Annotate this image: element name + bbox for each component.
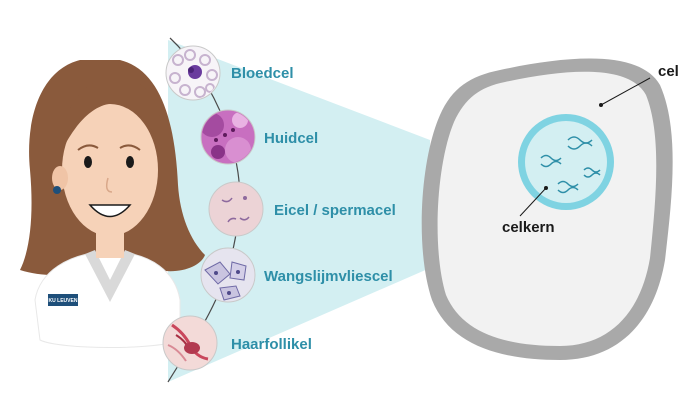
cheek-cell-micrograph-icon xyxy=(200,247,256,303)
scientist-face xyxy=(62,104,158,236)
egg-sperm-cell-micrograph-icon xyxy=(208,181,264,237)
blood-cell-micrograph-icon xyxy=(165,45,221,101)
label-eicel-spermacel: Eicel / spermacel xyxy=(274,202,396,219)
scientist-nose xyxy=(105,177,113,193)
label-cel: cel xyxy=(658,63,679,80)
cel-pointer-dot xyxy=(599,103,603,107)
cell-cytoplasm xyxy=(437,71,657,346)
ku-leuven-logo xyxy=(48,294,78,306)
label-huidcel: Huidcel xyxy=(264,130,318,147)
left-eyebrow xyxy=(77,144,99,151)
earring-icon xyxy=(53,186,61,194)
celkern-pointer-line xyxy=(519,187,547,217)
cell-illustration xyxy=(421,58,673,361)
scientist-ear xyxy=(52,166,68,190)
skin-cell-micrograph-icon xyxy=(200,109,256,165)
scientist-mouth xyxy=(88,204,132,218)
label-bloedcel: Bloedcel xyxy=(231,65,294,82)
label-wangslijmvliescel: Wangslijmvliescel xyxy=(264,268,393,285)
left-eye xyxy=(84,156,92,168)
shirt-collar xyxy=(85,250,135,302)
scientist-avatar: KU LEUVEN xyxy=(20,60,205,348)
right-eyebrow xyxy=(119,144,141,151)
scientist-body xyxy=(34,251,181,348)
celkern-pointer-dot xyxy=(544,186,548,190)
cel-pointer-line xyxy=(600,77,651,106)
dna-icon xyxy=(540,136,601,194)
label-celkern: celkern xyxy=(502,219,555,236)
label-haarfollikel: Haarfollikel xyxy=(231,336,312,353)
nucleus-inner xyxy=(525,121,607,203)
hair-fringe xyxy=(62,77,163,150)
ku-leuven-logo-text: KU LEUVEN xyxy=(49,298,78,304)
hair-follicle-micrograph-icon xyxy=(162,315,218,371)
right-eye xyxy=(126,156,134,168)
